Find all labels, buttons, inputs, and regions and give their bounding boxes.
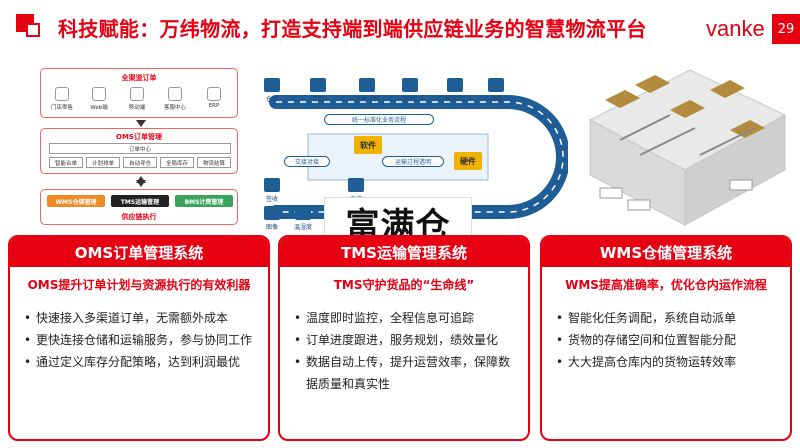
truck-icon	[402, 78, 418, 92]
erp-icon	[207, 87, 221, 101]
warehouse-iso-image	[588, 69, 787, 226]
camera-icon	[264, 206, 280, 220]
list-item: 智能化任务调配，系统自动派单	[556, 307, 780, 329]
loop-node-humidity: 温湿度	[288, 206, 318, 231]
warehouse-illustration	[580, 60, 790, 228]
list-item: 货物的存储空间和位置智能分配	[556, 329, 780, 351]
oms-flow-diagram: 全渠道订单 门店零售 Web端 移动端 客服中心 ERP OMS订单管理 订单中…	[40, 68, 238, 226]
card-wms-list: 智能化任务调配，系统自动派单 货物的存储空间和位置智能分配 大大提高仓库内的货物…	[542, 307, 790, 373]
card-oms-subtitle: OMS提升订单计划与资源执行的有效利器	[27, 278, 251, 292]
card-oms-list: 快速接入多渠道订单，无需额外成本 更快连接仓储和运输服务，参与协同工作 通过定义…	[10, 307, 268, 373]
sign-icon	[264, 178, 280, 192]
arrow-down-icon	[136, 120, 146, 127]
brand-mark-outline-square	[26, 23, 40, 37]
list-item: 通过定义库存分配策略，达到利润最优	[24, 351, 258, 373]
oms-box-title: OMS订单管理	[116, 133, 162, 141]
oms-module: 自动寻仓	[123, 157, 157, 168]
channel-box: 全渠道订单 门店零售 Web端 移动端 客服中心 ERP	[40, 68, 238, 118]
card-tms-header: TMS运输管理系统	[280, 237, 528, 267]
list-item: 数据自动上传，提升运营效率，保障数据质量和真实性	[294, 351, 518, 395]
list-item: 温度即时监控，全程信息可追踪	[294, 307, 518, 329]
pill-handover: 交接对接	[284, 156, 330, 167]
page-number: 29	[772, 14, 800, 44]
tms-tag: TMS运输管理	[111, 195, 169, 207]
card-wms-subtitle: WMS提高准确率，优化仓内运作流程	[565, 278, 767, 292]
list-item: 订单进度跟进，服务规划，绩效量化	[294, 329, 518, 351]
loop-node-warehouse: 仓储	[260, 78, 284, 103]
dispatch-icon	[447, 78, 463, 92]
page-title: 科技赋能：万纬物流，打造支持端到端供应链业务的智慧物流平台	[58, 17, 647, 41]
hardware-badge: 硬件	[454, 152, 482, 170]
channel-service: 客服中心	[160, 87, 190, 111]
brand-logo-text: vanke	[706, 16, 765, 41]
list-item: 快速接入多渠道订单，无需额外成本	[24, 307, 258, 329]
card-wms: WMS仓储管理系统 WMS提高准确率，优化仓内运作流程 智能化任务调配，系统自动…	[540, 235, 792, 441]
thermometer-icon	[348, 178, 364, 192]
list-item: 大大提高仓库内的货物运转效率	[556, 351, 780, 373]
oms-module: 智能合单	[49, 157, 83, 168]
execution-box: WMS仓储管理 TMS运输管理 BMS计费管理 供应链执行	[40, 189, 238, 225]
card-tms: TMS运输管理系统 TMS守护货品的“生命线” 温度即时监控，全程信息可追踪 订…	[278, 235, 530, 441]
loop-node-order: 订单	[306, 78, 330, 103]
logistics-loop-diagram: 仓储 订单 运输计划 运作 配送单 调拨 统一标准化业务流程 软件 交接对接 运…	[258, 72, 568, 232]
card-oms: OMS订单管理系统 OMS提升订单计划与资源执行的有效利器 快速接入多渠道订单，…	[8, 235, 270, 441]
bms-tag: BMS计费管理	[175, 195, 233, 207]
list-item: 更快连接仓储和运输服务，参与协同工作	[24, 329, 258, 351]
headset-icon	[168, 87, 182, 101]
store-icon	[55, 87, 69, 101]
card-tms-list: 温度即时监控，全程信息可追踪 订单进度跟进，服务规划，绩效量化 数据自动上传，提…	[280, 307, 528, 395]
card-tms-subtitle: TMS守护货品的“生命线”	[333, 278, 475, 292]
oms-module: 物流结算	[197, 157, 231, 168]
order-icon	[310, 78, 326, 92]
channel-mobile: 移动端	[122, 87, 152, 111]
loop-node-dispatch: 配送单	[440, 78, 470, 103]
card-oms-header: OMS订单管理系统	[10, 237, 268, 267]
channel-erp: ERP	[199, 87, 229, 109]
loop-node-sign: 签收	[260, 178, 284, 203]
card-wms-header: WMS仓储管理系统	[542, 237, 790, 267]
arrow-up-icon	[136, 176, 146, 183]
warehouse-icon	[264, 78, 280, 92]
software-badge: 软件	[354, 136, 382, 154]
loop-node-plan: 运输计划	[350, 78, 384, 103]
pill-transparency: 运输过程透明	[382, 156, 444, 167]
humidity-icon	[295, 206, 311, 220]
arrow-down-icon	[136, 180, 146, 187]
channel-web: Web端	[84, 87, 114, 111]
web-icon	[92, 87, 106, 101]
loop-node-image: 图像	[260, 206, 284, 231]
oms-module: 全局库存	[160, 157, 194, 168]
oms-center-row: 订单中心	[49, 143, 231, 154]
channel-box-title: 全渠道订单	[121, 74, 157, 82]
transfer-icon	[488, 78, 504, 92]
plan-icon	[359, 78, 375, 92]
execution-box-title: 供应链执行	[121, 213, 157, 221]
mobile-icon	[130, 87, 144, 101]
loop-track	[269, 95, 568, 219]
wms-tag: WMS仓储管理	[47, 195, 105, 207]
pill-standard-process: 统一标准化业务流程	[324, 114, 434, 125]
oms-box: OMS订单管理 订单中心 智能合单 计划排单 自动寻仓 全局库存 物流结算	[40, 128, 238, 174]
channel-store: 门店零售	[47, 87, 77, 111]
loop-node-operation: 运作	[398, 78, 422, 103]
loop-node-transfer: 调拨	[484, 78, 508, 103]
oms-module: 计划排单	[86, 157, 120, 168]
